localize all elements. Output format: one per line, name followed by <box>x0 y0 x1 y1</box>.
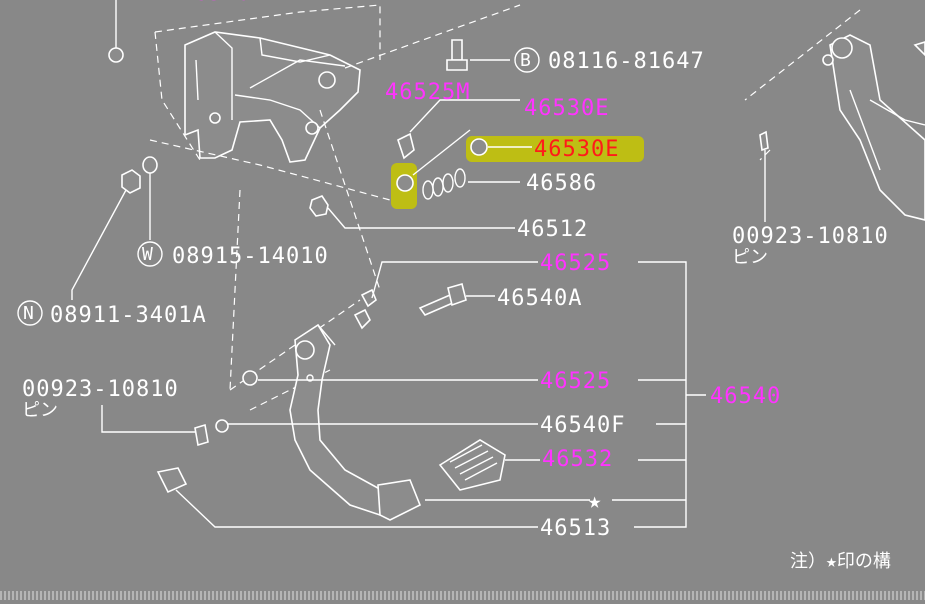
label-00923-10810-right[interactable]: 00923-10810 <box>732 224 889 249</box>
star-symbol: ★ <box>588 489 602 514</box>
label-08915-14010[interactable]: 08915-14010 <box>172 244 329 269</box>
label-46540F[interactable]: 46540F <box>540 413 625 438</box>
stopper-46513[interactable]: 46513 <box>156 467 611 541</box>
label-pin-left-sub: ピン <box>22 400 58 421</box>
label-pin-right-sub: ピン <box>732 247 768 268</box>
right-pedal-partial[interactable] <box>822 34 925 221</box>
label-46520[interactable]: 46520 <box>180 0 251 6</box>
label-46512[interactable]: 46512 <box>517 217 588 242</box>
label-46540[interactable]: 46540 <box>710 384 781 409</box>
label-46525M[interactable]: 46525M <box>385 80 470 105</box>
stopper-46525M[interactable]: 46525M 46530E <box>385 80 609 160</box>
nut-08911[interactable]: N 08911-3401A <box>17 169 207 328</box>
bolt-circle-letter: B <box>520 50 531 71</box>
label-08911-3401A[interactable]: 08911-3401A <box>50 303 207 328</box>
label-46530E-selected[interactable]: 46530E <box>534 137 619 162</box>
washer-circle-letter: W <box>142 244 153 265</box>
bolt-46540A[interactable]: 46540A <box>418 283 582 316</box>
label-46525-upper[interactable]: 46525 <box>540 251 611 276</box>
pin-right[interactable]: 00923-10810 ピン <box>732 130 889 268</box>
bolt-08116[interactable]: B 08116-81647 <box>446 39 705 74</box>
label-46525-lower[interactable]: 46525 <box>540 369 611 394</box>
pedal-bracket[interactable] <box>184 31 361 163</box>
label-46532[interactable]: 46532 <box>542 447 613 472</box>
spring-46586[interactable]: 46586 <box>422 168 597 200</box>
top-clip[interactable]: 46520 <box>108 0 251 63</box>
reference-lines <box>149 4 861 411</box>
label-08116-81647[interactable]: 08116-81647 <box>548 49 705 74</box>
label-00923-10810-left[interactable]: 00923-10810 <box>22 377 179 402</box>
star-marker: ★ <box>425 489 686 514</box>
stopper-46530E-selected[interactable]: 46530E <box>396 129 619 192</box>
washer-08915[interactable]: W 08915-14010 <box>137 156 329 269</box>
pin-left[interactable]: 00923-10810 ピン 46540F <box>22 377 625 447</box>
nut-circle-letter: N <box>23 303 34 324</box>
bushing-46512[interactable]: 46512 <box>309 195 588 242</box>
label-46586[interactable]: 46586 <box>526 171 597 196</box>
label-46530E-top[interactable]: 46530E <box>524 96 609 121</box>
label-46513[interactable]: 46513 <box>540 516 611 541</box>
label-46540A[interactable]: 46540A <box>497 286 582 311</box>
assembly-bracket-46540[interactable]: 46540 <box>634 261 781 528</box>
pedal-pad-46532[interactable]: 46532 <box>438 439 613 491</box>
pedal-arm[interactable] <box>289 323 422 521</box>
bushing-46525-lower[interactable]: 46525 <box>242 369 611 394</box>
bottom-scroll-strip <box>0 591 925 600</box>
bushing-46525-upper[interactable]: 46525 <box>353 251 611 330</box>
footnote: 注）★印の構 <box>790 551 891 572</box>
